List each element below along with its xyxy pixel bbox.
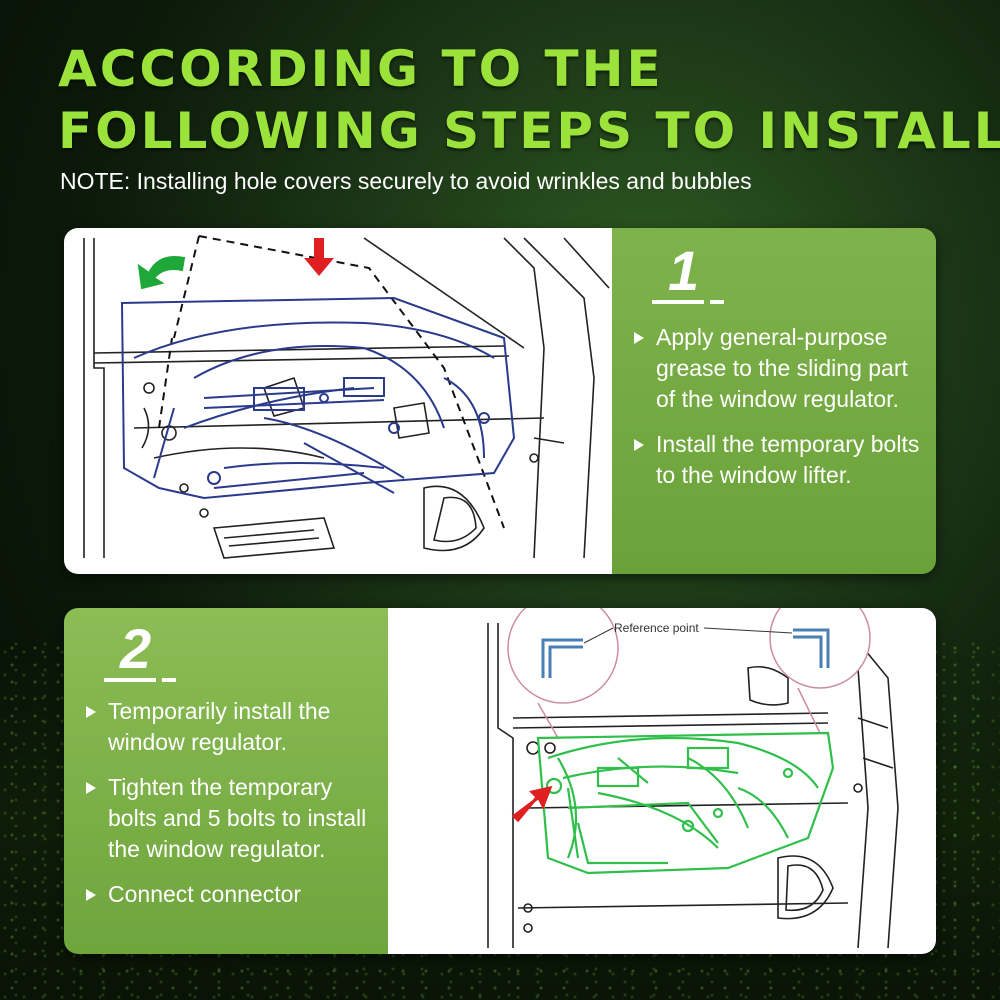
bullet-triangle-icon [86, 889, 96, 901]
note-text: NOTE: Installing hole covers securely to… [60, 168, 752, 194]
door-diagram-green: Reference point [487, 608, 899, 949]
step-2-bullet-3: Connect connector [86, 879, 378, 910]
step-2-bullet-2: Tighten the temporary bolts and 5 bolts … [86, 772, 378, 865]
step-2-bullet-1: Temporarily install the window regulator… [86, 696, 378, 758]
green-arrow-icon [137, 256, 186, 290]
title-line-2: FOLLOWING STEPS TO INSTALL [58, 102, 1000, 160]
red-down-arrow-icon [304, 238, 334, 276]
step-2-illustration: Reference point [388, 608, 936, 954]
step-1-illustration [64, 228, 612, 574]
bullet-triangle-icon [86, 782, 96, 794]
step-2-bullets: Temporarily install the window regulator… [86, 696, 378, 924]
step-1-underline-dash [710, 300, 724, 304]
step-1-underline [652, 300, 704, 304]
step-1-number: 1 [668, 239, 701, 302]
step-2-number: 2 [120, 617, 153, 680]
step-2-panel: 2 Temporarily install the window regulat… [64, 608, 388, 954]
bullet-triangle-icon [634, 332, 644, 344]
red-pointer-arrow-icon [511, 785, 553, 823]
step-1-card: 1 Apply general-purpose grease to the sl… [64, 228, 936, 574]
bullet-triangle-icon [634, 439, 644, 451]
page-title: ACCORDING TO THE FOLLOWING STEPS TO INST… [58, 38, 1000, 162]
step-2-card: 2 Temporarily install the window regulat… [64, 608, 936, 954]
title-line-1: ACCORDING TO THE [58, 40, 664, 98]
step-2-underline [104, 678, 156, 682]
reference-point-label: Reference point [614, 621, 699, 635]
step-1-bullet-2: Install the temporary bolts to the windo… [634, 429, 926, 491]
step-1-panel: 1 Apply general-purpose grease to the sl… [612, 228, 936, 574]
bullet-triangle-icon [86, 706, 96, 718]
step-1-bullets: Apply general-purpose grease to the slid… [634, 322, 926, 505]
step-1-bullet-1: Apply general-purpose grease to the slid… [634, 322, 926, 415]
door-diagram-blue [83, 235, 610, 559]
step-2-underline-dash [162, 678, 176, 682]
